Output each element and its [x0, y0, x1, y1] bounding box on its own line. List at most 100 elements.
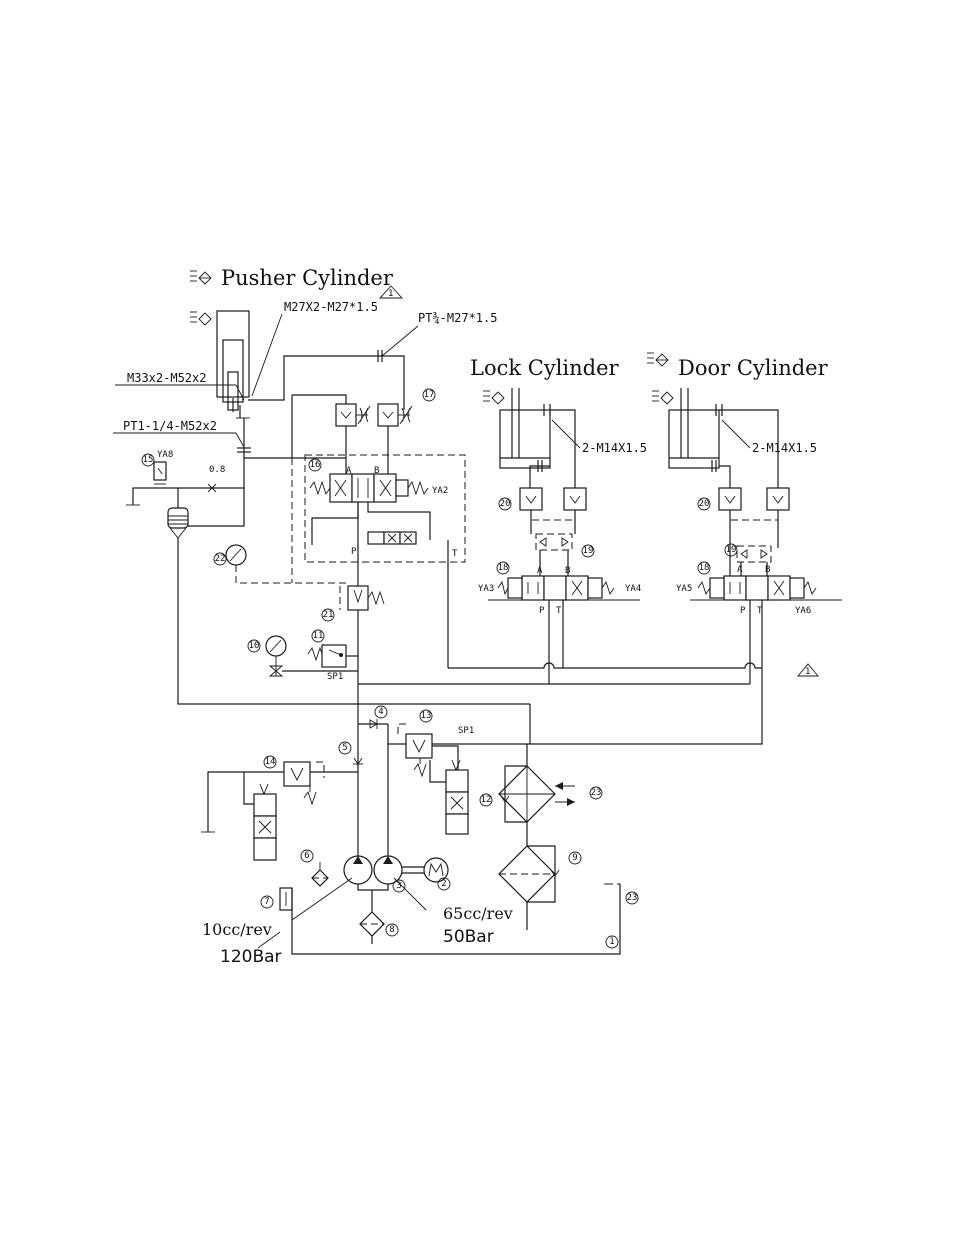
callout-15: 15: [142, 454, 154, 466]
solenoid-ya4-label: YA4: [625, 584, 641, 594]
revision-mark-2: 1: [805, 667, 810, 677]
callout-18-door: 18: [698, 562, 710, 574]
svg-text:12: 12: [481, 795, 492, 805]
callout-2: 2: [438, 878, 450, 890]
svg-text:21: 21: [323, 610, 334, 620]
suction-filter-8: [360, 912, 384, 936]
level-gauge-icon: [280, 888, 292, 910]
pressure-switch-11: SP1: [308, 645, 346, 682]
switch-sp1-label: SP1: [327, 672, 343, 682]
return-filter-9: [499, 846, 555, 902]
callout-8: 8: [386, 924, 398, 936]
door-cylinder: [652, 388, 719, 468]
port-label-lock-m14: 2-M14X1.5: [582, 441, 647, 455]
svg-text:1: 1: [609, 937, 614, 947]
callout-7: 7: [261, 896, 273, 908]
directional-valve-16: A B YA2: [310, 466, 448, 502]
accumulator-icon: [168, 508, 188, 538]
callout-11: 11: [312, 630, 324, 642]
callout-4: 4: [375, 706, 387, 718]
svg-text:9: 9: [572, 853, 577, 863]
port-label-pt114: PT1-1/4-M52x2: [123, 419, 217, 433]
solenoid-valve-15: YA8: [154, 450, 173, 484]
lock-port-t-label: T: [556, 606, 562, 616]
port-label-m33: M33x2-M52x2: [127, 371, 206, 385]
flow-valve-19-lock: [536, 534, 572, 550]
svg-text:18: 18: [498, 563, 509, 573]
solenoid-ya5-label: YA5: [676, 584, 692, 594]
pusher-cylinder: [190, 311, 250, 418]
callout-12: 12: [480, 794, 492, 806]
port-label-door-m14: 2-M14X1.5: [752, 441, 817, 455]
revision-mark: 1: [388, 289, 393, 299]
port-t-label: T: [452, 549, 458, 559]
pusher-cylinder-title: Pusher Cylinder: [221, 266, 394, 290]
cylinder-symbol-icon: [190, 312, 211, 325]
door-port-b-label: B: [765, 565, 770, 575]
breather-filter-icon: [312, 862, 328, 886]
door-port-a-label: A: [737, 565, 743, 575]
solenoid-ya6-label: YA6: [795, 606, 811, 616]
relief-valve-14: [284, 762, 324, 804]
svg-text:23: 23: [591, 788, 602, 798]
pusher-title-group: Pusher Cylinder 1: [190, 266, 402, 299]
svg-text:20: 20: [500, 499, 511, 509]
svg-text:3: 3: [396, 881, 401, 891]
callout-6: 6: [301, 850, 313, 862]
callout-20-door: 20: [698, 498, 710, 510]
svg-text:16: 16: [310, 460, 321, 470]
svg-text:23: 23: [627, 893, 638, 903]
svg-text:19: 19: [726, 545, 737, 555]
svg-text:7: 7: [264, 897, 269, 907]
callout-5: 5: [339, 742, 351, 754]
callout-20-lock: 20: [499, 498, 511, 510]
check-valve-20-door: [719, 488, 789, 510]
callout-3: 3: [393, 880, 405, 892]
callout-18-lock: 18: [497, 562, 509, 574]
port-b-label: B: [374, 466, 379, 476]
lock-port-p-label: P: [539, 606, 545, 616]
svg-text:4: 4: [378, 707, 383, 717]
sp1-label-2: SP1: [458, 726, 474, 736]
callout-23-cooler: 23: [590, 787, 602, 799]
large-pump-pressure: 50Bar: [443, 927, 494, 947]
svg-text:13: 13: [421, 711, 432, 721]
port-a-label: A: [346, 466, 352, 476]
callout-21: 21: [322, 609, 334, 621]
flow-valve-19-door: [737, 546, 771, 562]
orifice-label: 0.8: [209, 465, 225, 475]
callout-19-door: 19: [725, 544, 737, 556]
port-label-m27: M27X2-M27*1.5: [284, 300, 378, 314]
svg-text:17: 17: [424, 390, 435, 400]
relief-valve-13: SP1: [398, 724, 474, 776]
solenoid-ya8-label: YA8: [157, 450, 173, 460]
svg-text:15: 15: [143, 455, 154, 465]
flow-control-pair: [336, 404, 412, 474]
directional-valve-18-lock: YA3 YA4: [478, 576, 641, 600]
cylinder-symbol-icon: [652, 391, 673, 404]
svg-text:19: 19: [583, 546, 594, 556]
callout-1: 1: [606, 936, 618, 948]
reducing-valve-21: [340, 586, 384, 610]
port-label-pt34: PT¾-M27*1.5: [418, 311, 497, 325]
small-pump-displacement: 10cc/rev: [202, 920, 272, 939]
callout-14: 14: [264, 756, 276, 768]
revision-triangle-icon: 1: [798, 664, 818, 677]
pump-small: [344, 856, 372, 884]
large-pump-displacement: 65cc/rev: [443, 904, 513, 923]
lock-port-a-label: A: [537, 566, 543, 576]
svg-text:18: 18: [699, 563, 710, 573]
lock-cylinder-title: Lock Cylinder: [470, 356, 620, 380]
svg-text:6: 6: [304, 851, 309, 861]
svg-text:5: 5: [342, 743, 347, 753]
cooler-23: [499, 766, 575, 822]
solenoid-ya3-label: YA3: [478, 584, 494, 594]
callout-10: 10: [248, 640, 260, 652]
svg-text:2: 2: [441, 879, 446, 889]
callout-13: 13: [420, 710, 432, 722]
pressure-gauge-icon: [226, 545, 246, 565]
lock-port-b-label: B: [565, 566, 570, 576]
callout-19-lock: 19: [582, 545, 594, 557]
callout-23-tank: 23: [626, 892, 638, 904]
